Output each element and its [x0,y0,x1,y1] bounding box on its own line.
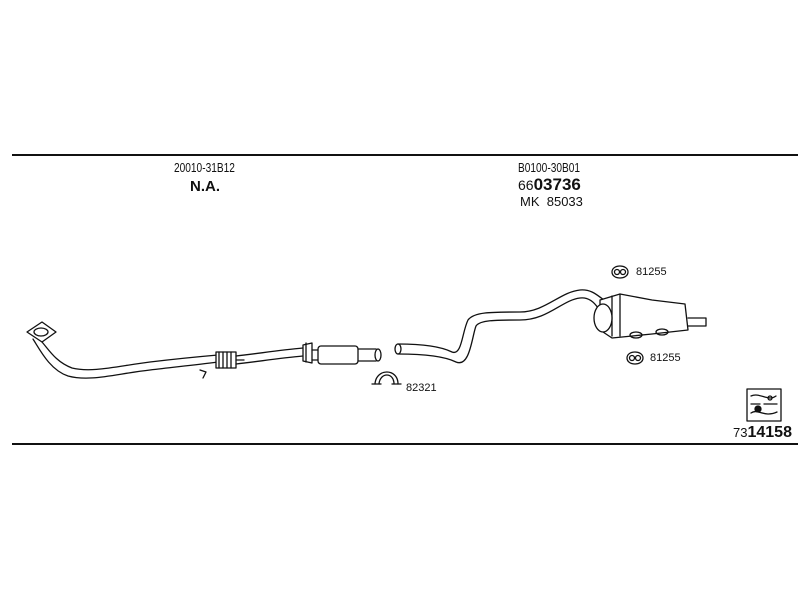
clamp [371,371,402,385]
rear-silencer-ref: 6603736 [518,175,581,195]
exhaust-catalog-icon [746,388,782,422]
front-pipe [32,338,219,379]
catalog-prefix: 73 [733,425,748,440]
rear-silencer [593,293,707,339]
catalog-main: 14158 [747,424,792,441]
mk-number: 85033 [546,194,583,209]
rear-pipe [394,289,605,364]
front-flange [26,321,57,343]
hanger-rubber-top [611,265,629,279]
clamp-code: 82321 [406,382,437,394]
hanger-rubber-bottom [626,351,644,365]
front-pipe-part-number: 20010-31B12 [174,160,235,175]
ref-prefix: 66 [518,177,534,193]
mk-label: MK [520,194,540,209]
intermediate-pipe [235,347,304,365]
gasket-top-code: 81255 [636,266,667,278]
gasket-bottom-code: 81255 [650,352,681,364]
mk-reference: MK 85033 [520,194,583,209]
ref-main: 03736 [533,175,581,194]
front-pipe-label: N.A. [190,178,220,195]
centre-silencer [302,342,382,365]
bottom-divider [12,443,798,445]
rear-silencer-part-number: B0100-30B01 [518,160,581,175]
flex-joint [199,351,245,379]
catalog-number: 7314158 [733,424,792,442]
top-divider [12,154,798,156]
